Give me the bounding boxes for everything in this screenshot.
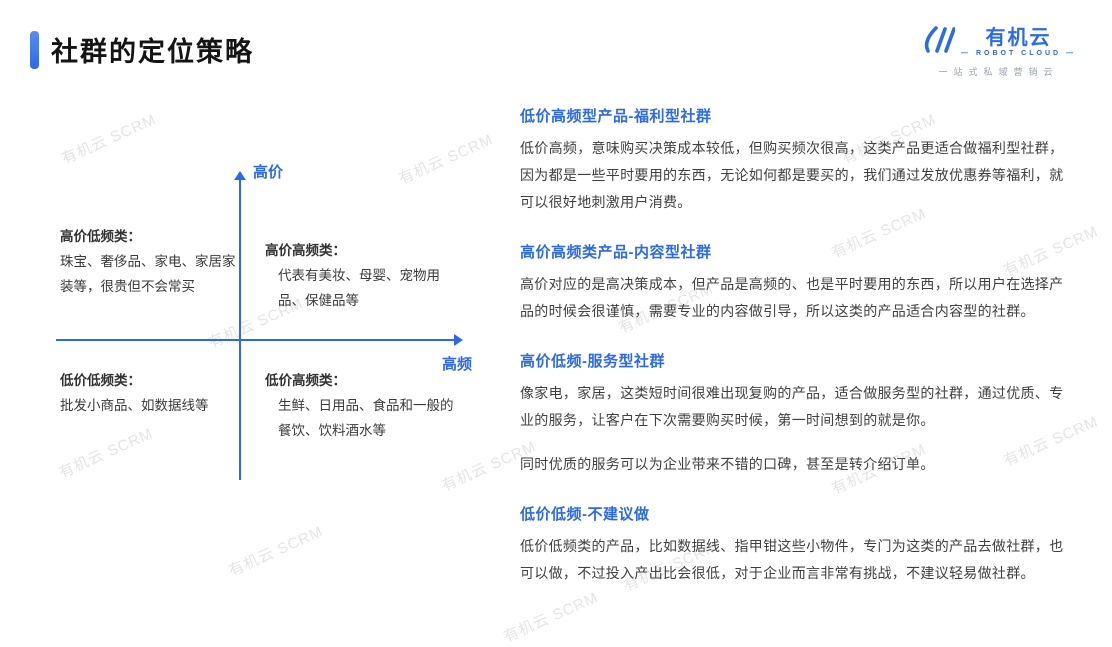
section-paragraph: 低价低频类的产品，比如数据线、指甲钳这些小物件，专门为这类的产品去做社群，也可以… [520,538,1064,581]
x-axis-line [56,339,456,341]
x-axis-label: 高频 [442,356,473,373]
quadrant-diagram: 高价 高频 高价低频类： 珠宝、奢侈品、家电、家居家装等，很贵但不会常买 高价高… [0,0,520,626]
section-paragraph: 高价对应的是高决策成本，但产品是高频的、也是平时要用的东西，所以用户在选择产品的… [520,276,1064,319]
brand-subtitle: — ROBOT CLOUD — [961,49,1076,57]
section-heading: 低价低频-不建议做 [520,506,650,523]
y-axis-label: 高价 [253,164,284,181]
title-accent-bar [30,30,39,69]
strategy-sections: 低价高频型产品-福利型社群 低价高频，意味购买决策成本较低，但购买频次很高，这类… [520,105,1066,612]
section-paragraph: 低价高频，意味购买决策成本较低，但购买频次很高，这类产品更适合做福利型社群，因为… [520,140,1064,210]
quadrant-bottom-right-body: 生鲜、日用品、食品和一般的餐饮、饮料酒水等 [278,398,454,438]
quadrant-bottom-left: 低价低频类： 批发小商品、如数据线等 [60,368,245,418]
quadrant-top-right-body: 代表有美妆、母婴、宠物用品、保健品等 [278,268,440,308]
quadrant-top-left: 高价低频类： 珠宝、奢侈品、家电、家居家装等，很贵但不会常买 [60,224,238,299]
section-heading: 高价高频类产品-内容型社群 [520,244,712,261]
y-axis-line [239,180,241,480]
quadrant-top-right-title: 高价高频类： [265,243,346,258]
quadrant-top-left-title: 高价低频类： [60,229,141,244]
quadrant-top-right: 高价高频类： 代表有美妆、母婴、宠物用品、保健品等 [265,238,451,313]
page-title: 社群的定位策略 [51,37,254,67]
section-content-community: 高价高频类产品-内容型社群 高价对应的是高决策成本，但产品是高频的、也是平时要用… [520,241,1066,325]
x-axis-arrow-icon [454,334,463,346]
section-welfare-community: 低价高频型产品-福利型社群 低价高频，意味购买决策成本较低，但购买频次很高，这类… [520,105,1066,216]
quadrant-bottom-left-title: 低价低频类： [60,373,141,388]
brand-tagline: 一站式私域营销云 [938,67,1059,77]
section-not-recommended: 低价低频-不建议做 低价低频类的产品，比如数据线、指甲钳这些小物件，专门为这类的… [520,503,1066,587]
slide-header: 社群的定位策略 [30,30,254,69]
quadrant-bottom-right-title: 低价高频类： [265,373,346,388]
brand-logo: 有机云 — ROBOT CLOUD — 一站式私域营销云 [921,26,1076,78]
brand-logo-icon [921,26,956,58]
brand-name: 有机云 [985,26,1052,49]
section-paragraph: 同时优质的服务可以为企业带来不错的口碑，甚至是转介绍订单。 [520,456,935,472]
y-axis-arrow-icon [234,171,246,180]
section-service-community: 高价低频-服务型社群 像家电，家居，这类短时间很难出现复购的产品，适合做服务型的… [520,350,1066,478]
quadrant-bottom-right: 低价高频类： 生鲜、日用品、食品和一般的餐饮、饮料酒水等 [265,368,455,443]
section-heading: 低价高频型产品-福利型社群 [520,108,712,125]
quadrant-bottom-left-body: 批发小商品、如数据线等 [60,398,209,413]
section-paragraph: 像家电，家居，这类短时间很难出现复购的产品，适合做服务型的社群，通过优质、专业的… [520,385,1064,428]
section-heading: 高价低频-服务型社群 [520,353,665,370]
quadrant-top-left-body: 珠宝、奢侈品、家电、家居家装等，很贵但不会常买 [60,254,236,294]
